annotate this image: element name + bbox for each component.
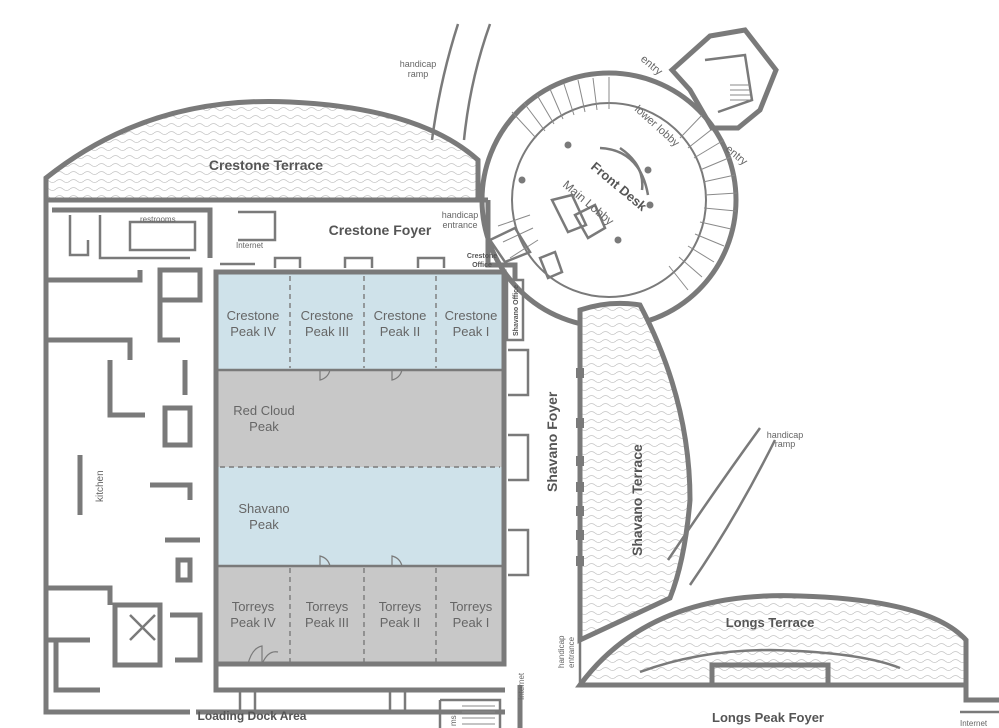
- crestone-peak-ii-line-2: Peak II: [380, 324, 420, 339]
- internet-bottom-label: Internet: [517, 672, 526, 700]
- red-cloud-peak-line-1: Red Cloud: [233, 403, 294, 418]
- torreys-peak-iii-line-2: Peak III: [305, 615, 349, 630]
- handicap-ramp-right-label-2: ramp: [775, 439, 796, 449]
- torreys-peak-i-line-1: Torreys: [450, 599, 493, 614]
- shavano-terrace-posts: [576, 368, 584, 566]
- crestone-peak-iii-line-1: Crestone: [301, 308, 354, 323]
- room-crestone-peak-ii[interactable]: [364, 272, 436, 370]
- handicap-entrance-bottom-label-1: handicap: [557, 635, 566, 668]
- longs-terrace[interactable]: [575, 593, 969, 688]
- shavano-office-label: Shavano Office: [513, 285, 520, 336]
- shavano-peak-line-2: Peak: [249, 517, 279, 532]
- room-crestone-peak-i[interactable]: [436, 272, 504, 370]
- torreys-peak-iv-line-1: Torreys: [232, 599, 275, 614]
- torreys-peak-ii-line-2: Peak II: [380, 615, 420, 630]
- room-torreys-peak-i[interactable]: [436, 566, 504, 664]
- torreys-peak-ii-line-1: Torreys: [379, 599, 422, 614]
- torreys-peak-iii-line-1: Torreys: [306, 599, 349, 614]
- room-shavano-peak[interactable]: [216, 467, 504, 566]
- handicap-ramp-top-label-1: handicap: [400, 59, 437, 69]
- shavano-terrace-label: Shavano Terrace: [629, 444, 645, 556]
- crestone-foyer-alcoves: [220, 256, 446, 268]
- kitchen-label: kitchen: [95, 470, 106, 502]
- entry-vestibule: [668, 27, 779, 131]
- room-torreys-peak-iv[interactable]: [216, 566, 290, 664]
- handicap-entrance-top-label-2: entrance: [442, 220, 477, 230]
- shavano-terrace[interactable]: [577, 300, 693, 644]
- internet-top-label: Internet: [236, 241, 264, 250]
- shavano-foyer-walls: [485, 200, 530, 728]
- longs-peak-foyer-label: Longs Peak Foyer: [712, 710, 824, 725]
- room-torreys-peak-ii[interactable]: [364, 566, 436, 664]
- crestone-office-label-1: Crestone: [467, 253, 497, 260]
- handicap-ramp-top: [430, 23, 492, 141]
- crestone-peak-ii-line-1: Crestone: [374, 308, 427, 323]
- crestone-terrace-label: Crestone Terrace: [209, 157, 323, 173]
- crestone-peak-i-line-1: Crestone: [445, 308, 498, 323]
- handicap-entrance-top-label-1: handicap: [442, 210, 479, 220]
- crestone-peak-iv-line-2: Peak IV: [230, 324, 276, 339]
- crestone-office-label-2: Office: [472, 262, 492, 269]
- red-cloud-peak-line-2: Peak: [249, 419, 279, 434]
- longs-terrace-walls: [578, 640, 999, 703]
- loading-dock-label: Loading Dock Area: [198, 709, 307, 723]
- handicap-ramp-right-label-1: handicap: [767, 430, 804, 440]
- meeting-rooms: [213, 269, 507, 667]
- handicap-entrance-bottom-label-2: entrance: [567, 636, 576, 668]
- crestone-peak-iii-line-2: Peak III: [305, 324, 349, 339]
- longs-terrace-label: Longs Terrace: [726, 615, 815, 630]
- crestone-terrace[interactable]: [43, 98, 481, 203]
- loading-dock-walls: [196, 664, 505, 728]
- shavano-foyer-label: Shavano Foyer: [544, 391, 560, 492]
- torreys-peak-iv-line-2: Peak IV: [230, 615, 276, 630]
- crestone-peak-i-line-2: Peak I: [453, 324, 490, 339]
- crestone-peak-iv-line-1: Crestone: [227, 308, 280, 323]
- restrooms-label: restrooms: [140, 215, 176, 224]
- entry-top-label: entry: [638, 53, 665, 78]
- rotunda: [479, 70, 739, 330]
- handicap-ramp-top-label-2: ramp: [408, 69, 429, 79]
- torreys-peak-i-line-2: Peak I: [453, 615, 490, 630]
- room-crestone-peak-iii[interactable]: [290, 272, 364, 370]
- crestone-foyer-label: Crestone Foyer: [329, 222, 432, 238]
- building-walls: [43, 197, 488, 715]
- shavano-peak-line-1: Shavano: [238, 501, 289, 516]
- handicap-ramp-right: [666, 427, 777, 586]
- room-crestone-peak-iv[interactable]: [216, 272, 290, 370]
- ms-label: ms: [449, 715, 458, 726]
- room-red-cloud-peak[interactable]: [216, 370, 504, 467]
- room-torreys-peak-iii[interactable]: [290, 566, 364, 664]
- internet-corner-label: Internet: [960, 719, 988, 728]
